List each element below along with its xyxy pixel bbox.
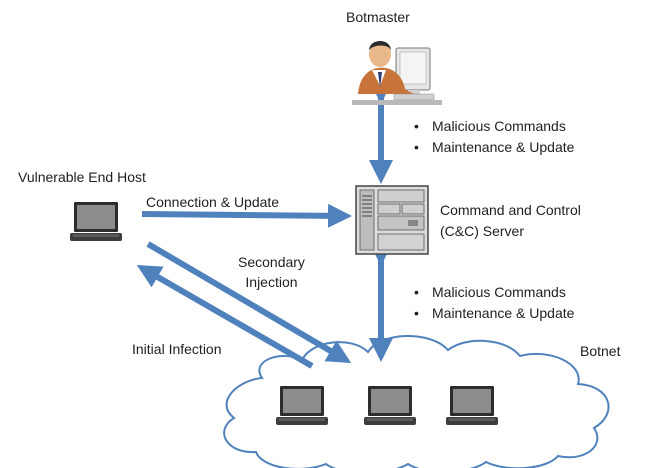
bullet-item: Malicious Commands <box>414 282 574 303</box>
bullet-item: Maintenance & Update <box>414 137 574 158</box>
connection-update-label: Connection & Update <box>146 194 280 210</box>
server-tower-icon <box>355 185 429 255</box>
arrow-host-to-cnc <box>141 203 352 228</box>
secondary-injection-line1: Secondary <box>238 254 305 270</box>
botnet-laptop-icon <box>446 386 498 425</box>
botnet-laptop-icon <box>276 386 328 425</box>
cnc-server-label-line2: (C&C) Server <box>440 223 525 239</box>
cnc-server-label-line1: Command and Control <box>440 202 581 218</box>
cnc-botnet-bullets: Malicious Commands Maintenance & Update <box>414 282 574 324</box>
bullet-item: Malicious Commands <box>414 116 574 137</box>
botmaster-cnc-bullets: Malicious Commands Maintenance & Update <box>414 116 574 158</box>
botnet-laptop-icon <box>364 386 416 425</box>
secondary-injection-line2: Injection <box>245 274 298 290</box>
botmaster-label: Botmaster <box>346 9 410 25</box>
vulnerable-host-laptop-icon <box>70 202 122 241</box>
secondary-injection-label: Secondary Injection <box>238 252 305 292</box>
initial-infection-label: Initial Infection <box>132 341 222 357</box>
vulnerable-host-label: Vulnerable End Host <box>18 169 146 185</box>
arrow-host-to-botnet <box>146 241 352 364</box>
person-at-computer-icon <box>352 41 442 105</box>
botnet-label: Botnet <box>580 343 621 359</box>
cnc-server-label: Command and Control (C&C) Server <box>440 200 581 242</box>
bullet-item: Maintenance & Update <box>414 303 574 324</box>
arrow-botnet-to-host <box>136 265 314 369</box>
